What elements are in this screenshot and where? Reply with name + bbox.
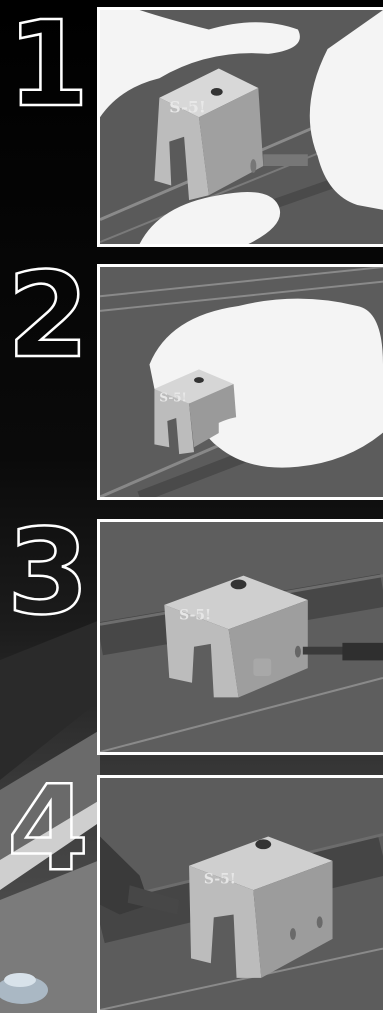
step-4-illustration: S-5! (97, 775, 383, 1013)
step-number-2: 2 (2, 255, 94, 375)
clamp-logo: S-5! (179, 608, 211, 624)
clamp-logo: S-5! (204, 871, 236, 887)
clamp-logo: S-5! (159, 391, 186, 405)
step-number-1: 1 (2, 4, 94, 124)
step-number-3: 3 (2, 512, 94, 632)
step-1-illustration: S-5! (97, 7, 383, 247)
step-3-illustration: S-5! (97, 519, 383, 755)
clamp-logo: S-5! (169, 97, 206, 116)
step-number-4: 4 (2, 768, 94, 888)
step-2-illustration: S-5! (97, 264, 383, 500)
